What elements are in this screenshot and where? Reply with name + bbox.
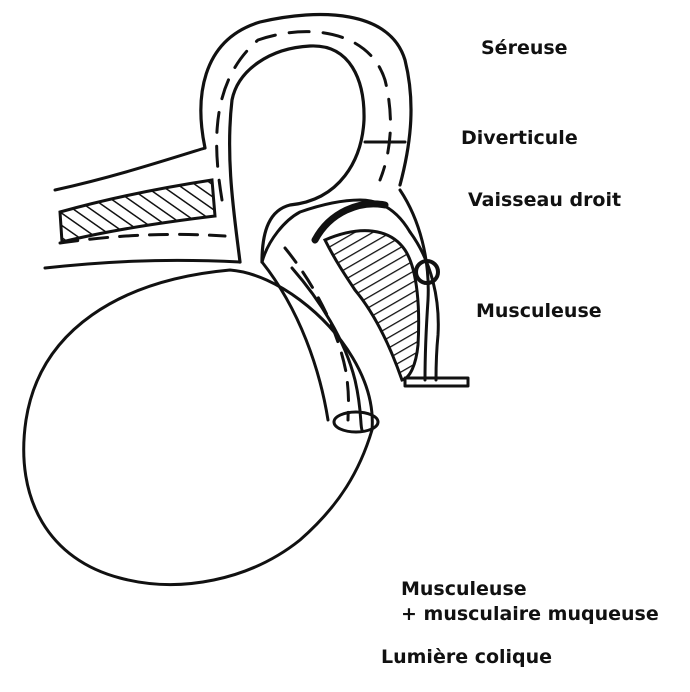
label-sereuse: Séreuse — [481, 36, 568, 61]
vessel-base — [405, 378, 468, 386]
label-lumiere-colique: Lumière colique — [381, 645, 552, 670]
colonic-lumen-outline — [24, 270, 373, 584]
label-diverticule: Diverticule — [461, 126, 578, 151]
label-musculeuse: Musculeuse — [476, 299, 602, 324]
right-muscularis-band — [325, 231, 419, 380]
label-mm-line2: + musculaire muqueuse — [401, 602, 659, 627]
right-wall-inner-line — [262, 262, 328, 420]
label-musculeuse-musculaire-muqueuse: Musculeuse + musculaire muqueuse — [401, 577, 659, 626]
label-vaisseau-droit: Vaisseau droit — [468, 188, 621, 213]
label-mm-line1: Musculeuse — [401, 577, 659, 602]
left-muscularis-band — [60, 180, 215, 242]
right-wall-outer-line — [292, 268, 362, 430]
diverticulum-inner-contour — [230, 46, 364, 262]
left-wall-inner-line — [45, 260, 240, 268]
